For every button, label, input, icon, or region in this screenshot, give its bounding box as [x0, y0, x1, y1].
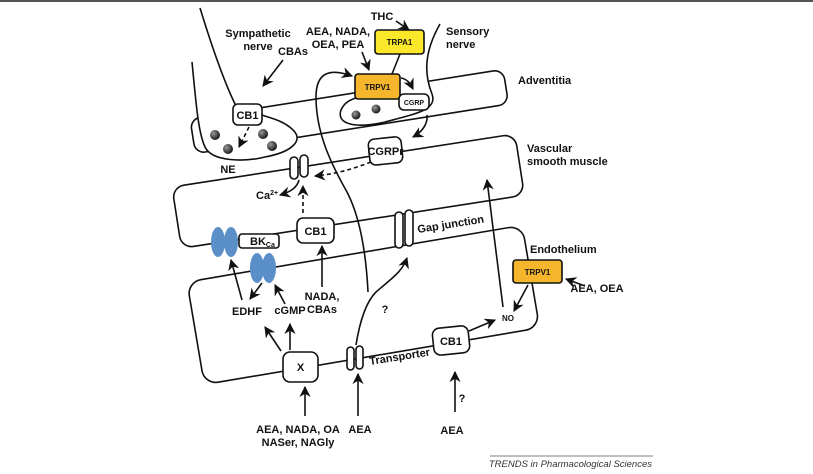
trpv1-sensory-box [354, 73, 401, 100]
x-label: X [297, 362, 305, 374]
sympathetic-nerve-outline [191, 7, 298, 161]
trpv1-sensory-label: TRPV1 [365, 83, 391, 92]
thc-label: THC [371, 11, 394, 23]
bkca-channel-smooth-muscle [211, 227, 238, 257]
cb1-endothelium-label: CB1 [440, 336, 462, 348]
cb1-nerve-label: CB1 [236, 110, 258, 122]
cgmp-label: cGMP [274, 305, 305, 317]
cgrp-box [398, 93, 430, 111]
trpa1-label: TRPA1 [387, 38, 413, 47]
cgrp-receptor-box [367, 136, 404, 166]
trpv1-endothelium-label: TRPV1 [525, 268, 551, 277]
calcium-arrow [278, 179, 300, 198]
transporter-channel [346, 345, 364, 371]
cgrpr-to-channel-arrow [313, 161, 372, 181]
trpv1-to-cgrp-arrow [400, 77, 414, 91]
aea-oea-label: AEA, OEA [570, 283, 623, 295]
cb1-to-ne-arrow [238, 126, 250, 149]
calcium-label: Ca2+ [256, 190, 278, 202]
calcium-channel [289, 154, 309, 180]
trpv1-endothelium-box [512, 259, 563, 284]
cgmp-to-channel-arrow [274, 284, 286, 305]
footer-credit: TRENDS in Pharmacological Sciences [489, 459, 652, 470]
adventitia-layer [190, 70, 508, 153]
question-mid-label: ? [382, 304, 389, 316]
vesicle [351, 110, 361, 120]
nada-cbas-label: NADA,CBAs [305, 291, 340, 316]
edhf-to-bkca-arrow [228, 258, 243, 301]
vesicle [371, 104, 381, 114]
no-to-smooth-muscle-arrow [482, 178, 504, 308]
thc-arrow [395, 19, 410, 31]
aea-cb1-label: AEA [440, 425, 463, 437]
cb1-muscle-label: CB1 [304, 226, 326, 238]
bkca-channel-endothelium [250, 253, 276, 283]
cgrp-release-arrow [412, 114, 428, 138]
cbas-top-label: CBAs [278, 46, 308, 58]
question-curve-arrow [355, 256, 409, 346]
aea-uptake-curve [315, 67, 369, 293]
question-bottom-label: ? [459, 393, 466, 405]
x-to-edhf-arrow [264, 326, 282, 352]
channel-to-edhf-arrow [249, 282, 263, 300]
cgrp-label: CGRP [404, 100, 425, 107]
vesicle [210, 130, 220, 140]
cb1-muscle-box [296, 217, 335, 244]
vesicle [258, 129, 268, 139]
smooth-muscle-layer [172, 134, 524, 248]
aea-oea-to-trpv1-arrow [564, 277, 586, 288]
vesicle [223, 144, 233, 154]
agonists-top-label: AEA, NADA,OEA, PEA [306, 26, 370, 51]
trpa1-trpv1-link [391, 53, 401, 75]
gap-junction-channel [394, 209, 414, 249]
cb1-receptor-nerve [232, 103, 263, 126]
cb1-endothelium-box [431, 325, 471, 356]
cgrpr-label: CGRPr [367, 146, 404, 158]
bkca-label: BKCa [250, 236, 275, 249]
aea-transporter-label: AEA [348, 424, 371, 436]
cbas-to-cb1-arrow [262, 59, 284, 87]
bkca-box [238, 233, 280, 249]
agonists-to-trpv1-arrow [360, 51, 371, 72]
trpv1-to-no-arrow [513, 284, 529, 312]
edhf-label: EDHF [232, 306, 262, 318]
adventitia-label: Adventitia [518, 75, 572, 87]
cb1-to-no-arrow [468, 318, 497, 332]
ne-label: NE [220, 164, 235, 176]
endothelium-label: Endothelium [530, 244, 597, 256]
no-label: NO [502, 314, 514, 323]
vesicle [267, 141, 277, 151]
x-box [282, 351, 319, 383]
